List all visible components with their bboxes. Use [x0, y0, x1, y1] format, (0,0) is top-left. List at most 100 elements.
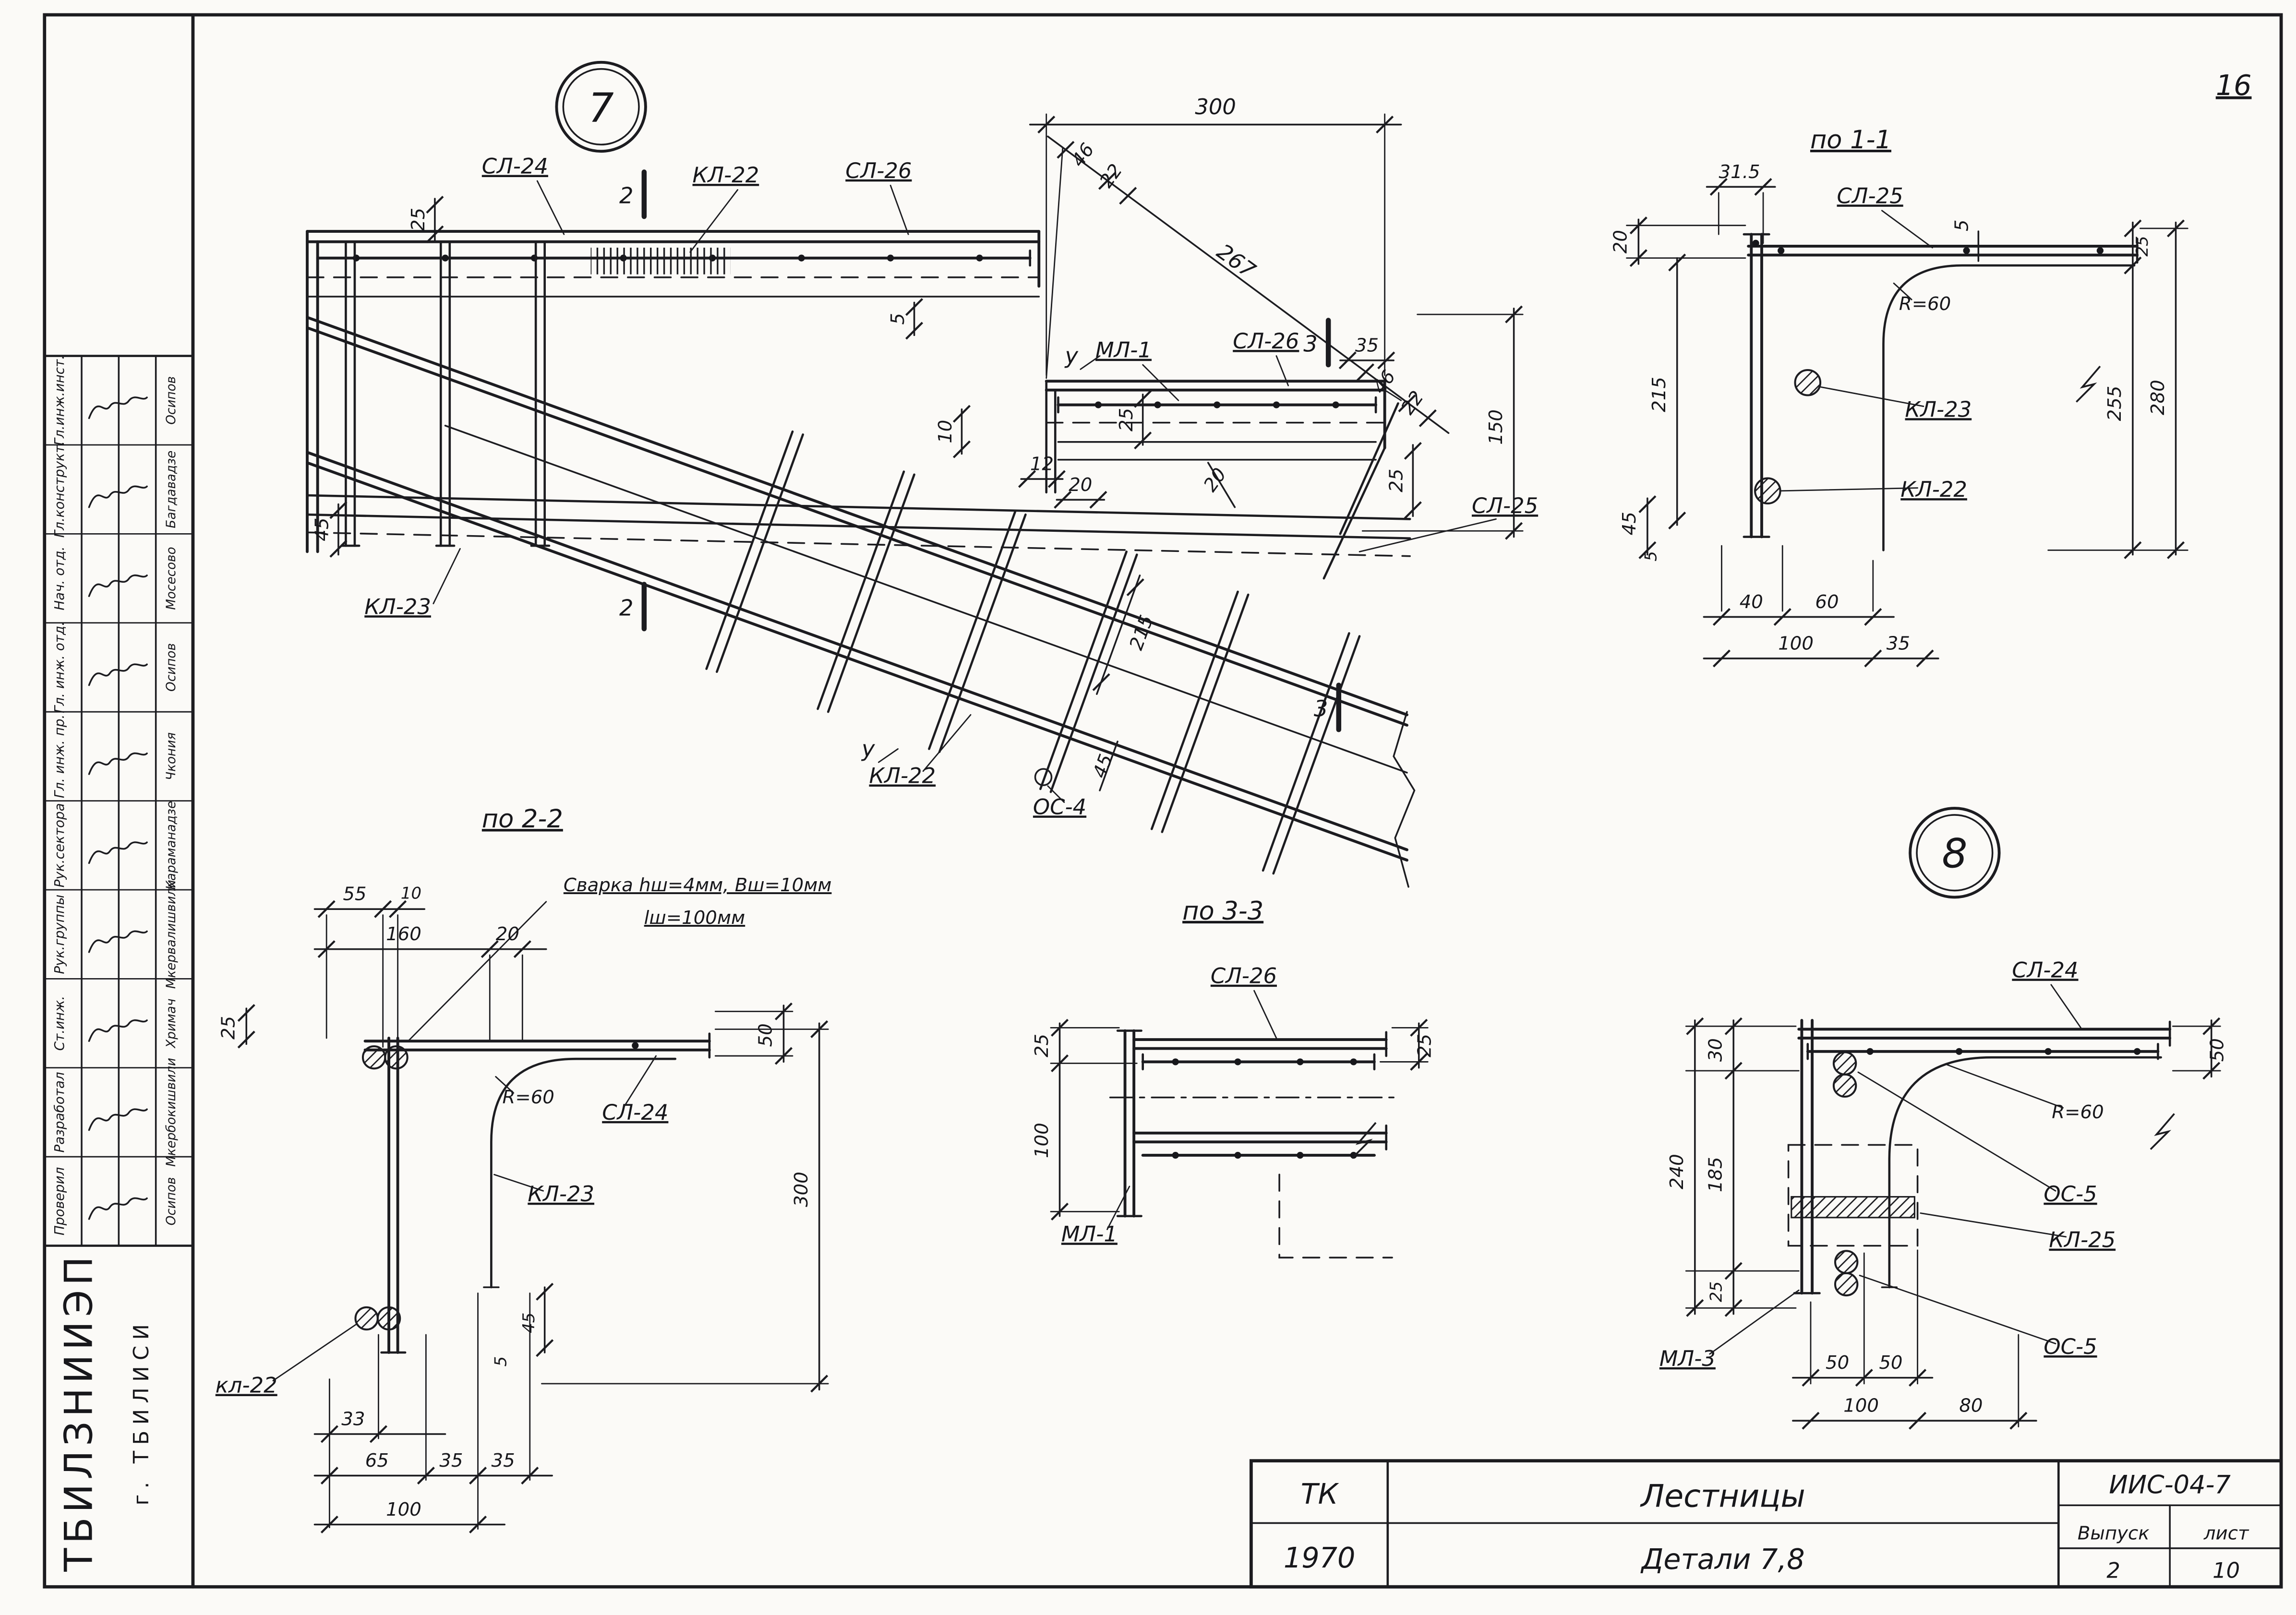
dim: 280 [2147, 380, 2169, 415]
weld-bar-section [384, 1045, 409, 1070]
detail-number: 7 [589, 84, 614, 131]
org-name: ТБИЛЗНИИЭП [56, 1252, 101, 1572]
dim: 50 [2206, 1038, 2228, 1062]
rebar-section-kl22 [376, 1306, 401, 1331]
detail-8: 8 СЛ-24 R=60 ОС-5 КЛ-25 ОС-5 МЛ-3 30 185… [1659, 807, 2228, 1429]
detail-7-dimensions: 300 46 22 267 46 22 150 35 25 25 10 5 [311, 94, 1524, 791]
dim: 267 [1212, 239, 1261, 283]
section-title: по 2-2 [482, 804, 563, 834]
rebar-label: КЛ-25 [2049, 1227, 2116, 1253]
dim: 25 [1031, 1034, 1053, 1057]
bent-bar-profile [490, 1057, 677, 1289]
rebar-label: МЛ-1 [1061, 1221, 1118, 1246]
document-code: ИИС-04-7 [2109, 1471, 2231, 1500]
cut-mark-3: 3 [1303, 331, 1318, 357]
rebar-label: ОС-5 [2044, 1334, 2097, 1359]
dim: 5 [491, 1356, 510, 1367]
rebar-label: кл-22 [216, 1373, 277, 1398]
weld-note: Сварка hш=4мм, Вш=10мм [564, 874, 832, 896]
dim: 50 [1879, 1352, 1902, 1374]
name-label: Хримач [164, 999, 179, 1049]
rebar-section-kl22 [354, 1306, 379, 1331]
detail-8-bubble: 8 [1909, 807, 2001, 899]
rebar-label: КЛ-22 [869, 763, 936, 789]
section-3-3-dimensions: 25 100 25 [1031, 1019, 1435, 1220]
dim: 215 [1125, 612, 1158, 653]
rebar-label: КЛ-22 [693, 162, 759, 188]
view-mark: у [861, 736, 875, 762]
org-city: г. ТБИЛИСИ [130, 1318, 154, 1506]
signature-roles: Гл.инж.инст. Гл.конструкт. Нач. отд. Гл.… [51, 355, 67, 1235]
flight-plan [306, 316, 1416, 888]
list-number: 10 [2212, 1558, 2240, 1583]
section-title: по 3-3 [1182, 897, 1263, 926]
rebar-section-kl22 [1754, 477, 1781, 505]
flight-break-line [1393, 711, 1416, 888]
dim: 255 [2104, 386, 2126, 421]
dim: 10 [935, 420, 956, 443]
dim: 65 [365, 1450, 389, 1471]
rebar-label: СЛ-25 [1837, 183, 1903, 208]
dim: 31.5 [1719, 161, 1760, 183]
rebar-label: СЛ-26 [1211, 963, 1277, 989]
dim: 80 [1959, 1395, 1983, 1417]
dim: 25 [1386, 469, 1407, 492]
detail-7-bubble: 7 [555, 60, 647, 153]
radius-label: R=60 [1899, 293, 1951, 315]
dim: 45 [519, 1313, 539, 1333]
dim: 45 [311, 518, 333, 541]
dim: 25 [1414, 1034, 1435, 1057]
name-label: Осипов [164, 1177, 179, 1225]
stamp-year: 1970 [1284, 1541, 1355, 1574]
hidden-edge [1278, 1173, 1393, 1259]
section-cut-marks: 2 2 3 3 у у [619, 169, 1342, 763]
plate-section [1791, 1196, 1915, 1219]
rebar-label: КЛ-22 [1900, 477, 1967, 502]
dim: 160 [386, 923, 421, 945]
cut-mark-2: 2 [619, 182, 634, 208]
section-1-1-dimensions: 31.5 5 20 215 45 5 40 60 100 35 25 255 [1610, 161, 2188, 667]
issue-number: 2 [2106, 1558, 2120, 1583]
rebar-label: КЛ-23 [364, 594, 431, 619]
role-label: Рук.сектора [51, 803, 67, 887]
dim: 100 [1031, 1123, 1053, 1158]
section-2-2-dimensions: 55 10 160 20 25 50 300 5 45 33 [217, 884, 829, 1533]
rebar-label: МЛ-3 [1659, 1346, 1716, 1371]
section-1-1: по 1-1 СЛ-25 R=60 КЛ-23 КЛ-22 31.5 5 20 … [1610, 125, 2188, 667]
dim: 5 [1641, 551, 1660, 562]
dim: 35 [1887, 633, 1910, 654]
detail-7: 7 [306, 60, 1538, 888]
dim: 45 [1619, 512, 1640, 535]
weld-note: lш=100мм [644, 907, 745, 929]
dim: 100 [1778, 633, 1814, 654]
dim: 20 [1069, 474, 1092, 496]
break-mark [2150, 1113, 2176, 1150]
role-label: Проверил [51, 1167, 67, 1235]
dim: 25 [2133, 236, 2152, 256]
radius-label: R=60 [2052, 1101, 2104, 1123]
rebar-section-kl23 [1794, 369, 1822, 396]
name-label: Осипов [164, 643, 179, 692]
name-label: Мкербокишвили [164, 1058, 179, 1167]
dim: 5 [887, 313, 909, 325]
rebar-label: СЛ-26 [845, 158, 912, 183]
detail-8-dimensions: 30 185 25 240 50 50 50 100 80 [1666, 1018, 2228, 1429]
bent-bar-profile [1882, 264, 2136, 551]
dim: 25 [1116, 408, 1137, 431]
rebar-label: КЛ-23 [1905, 396, 1972, 422]
drawing-subtitle: Детали 7,8 [1640, 1543, 1805, 1576]
rebar-label: ОС-5 [2044, 1181, 2097, 1207]
dim: 150 [1485, 409, 1507, 445]
view-mark: у [1064, 343, 1079, 369]
name-label: Мосесово [164, 547, 179, 610]
rebar-section-os5 [1834, 1250, 1859, 1274]
rebar-label: СЛ-26 [1233, 328, 1299, 354]
rebar-section-os5 [1832, 1073, 1857, 1098]
rebar-label: МЛ-1 [1095, 337, 1152, 363]
role-label: Гл. инж. отд. [51, 622, 67, 713]
dim: 55 [343, 884, 366, 905]
dim: 215 [1648, 377, 1670, 412]
dim: 300 [791, 1172, 812, 1207]
dim: 25 [217, 1016, 239, 1040]
